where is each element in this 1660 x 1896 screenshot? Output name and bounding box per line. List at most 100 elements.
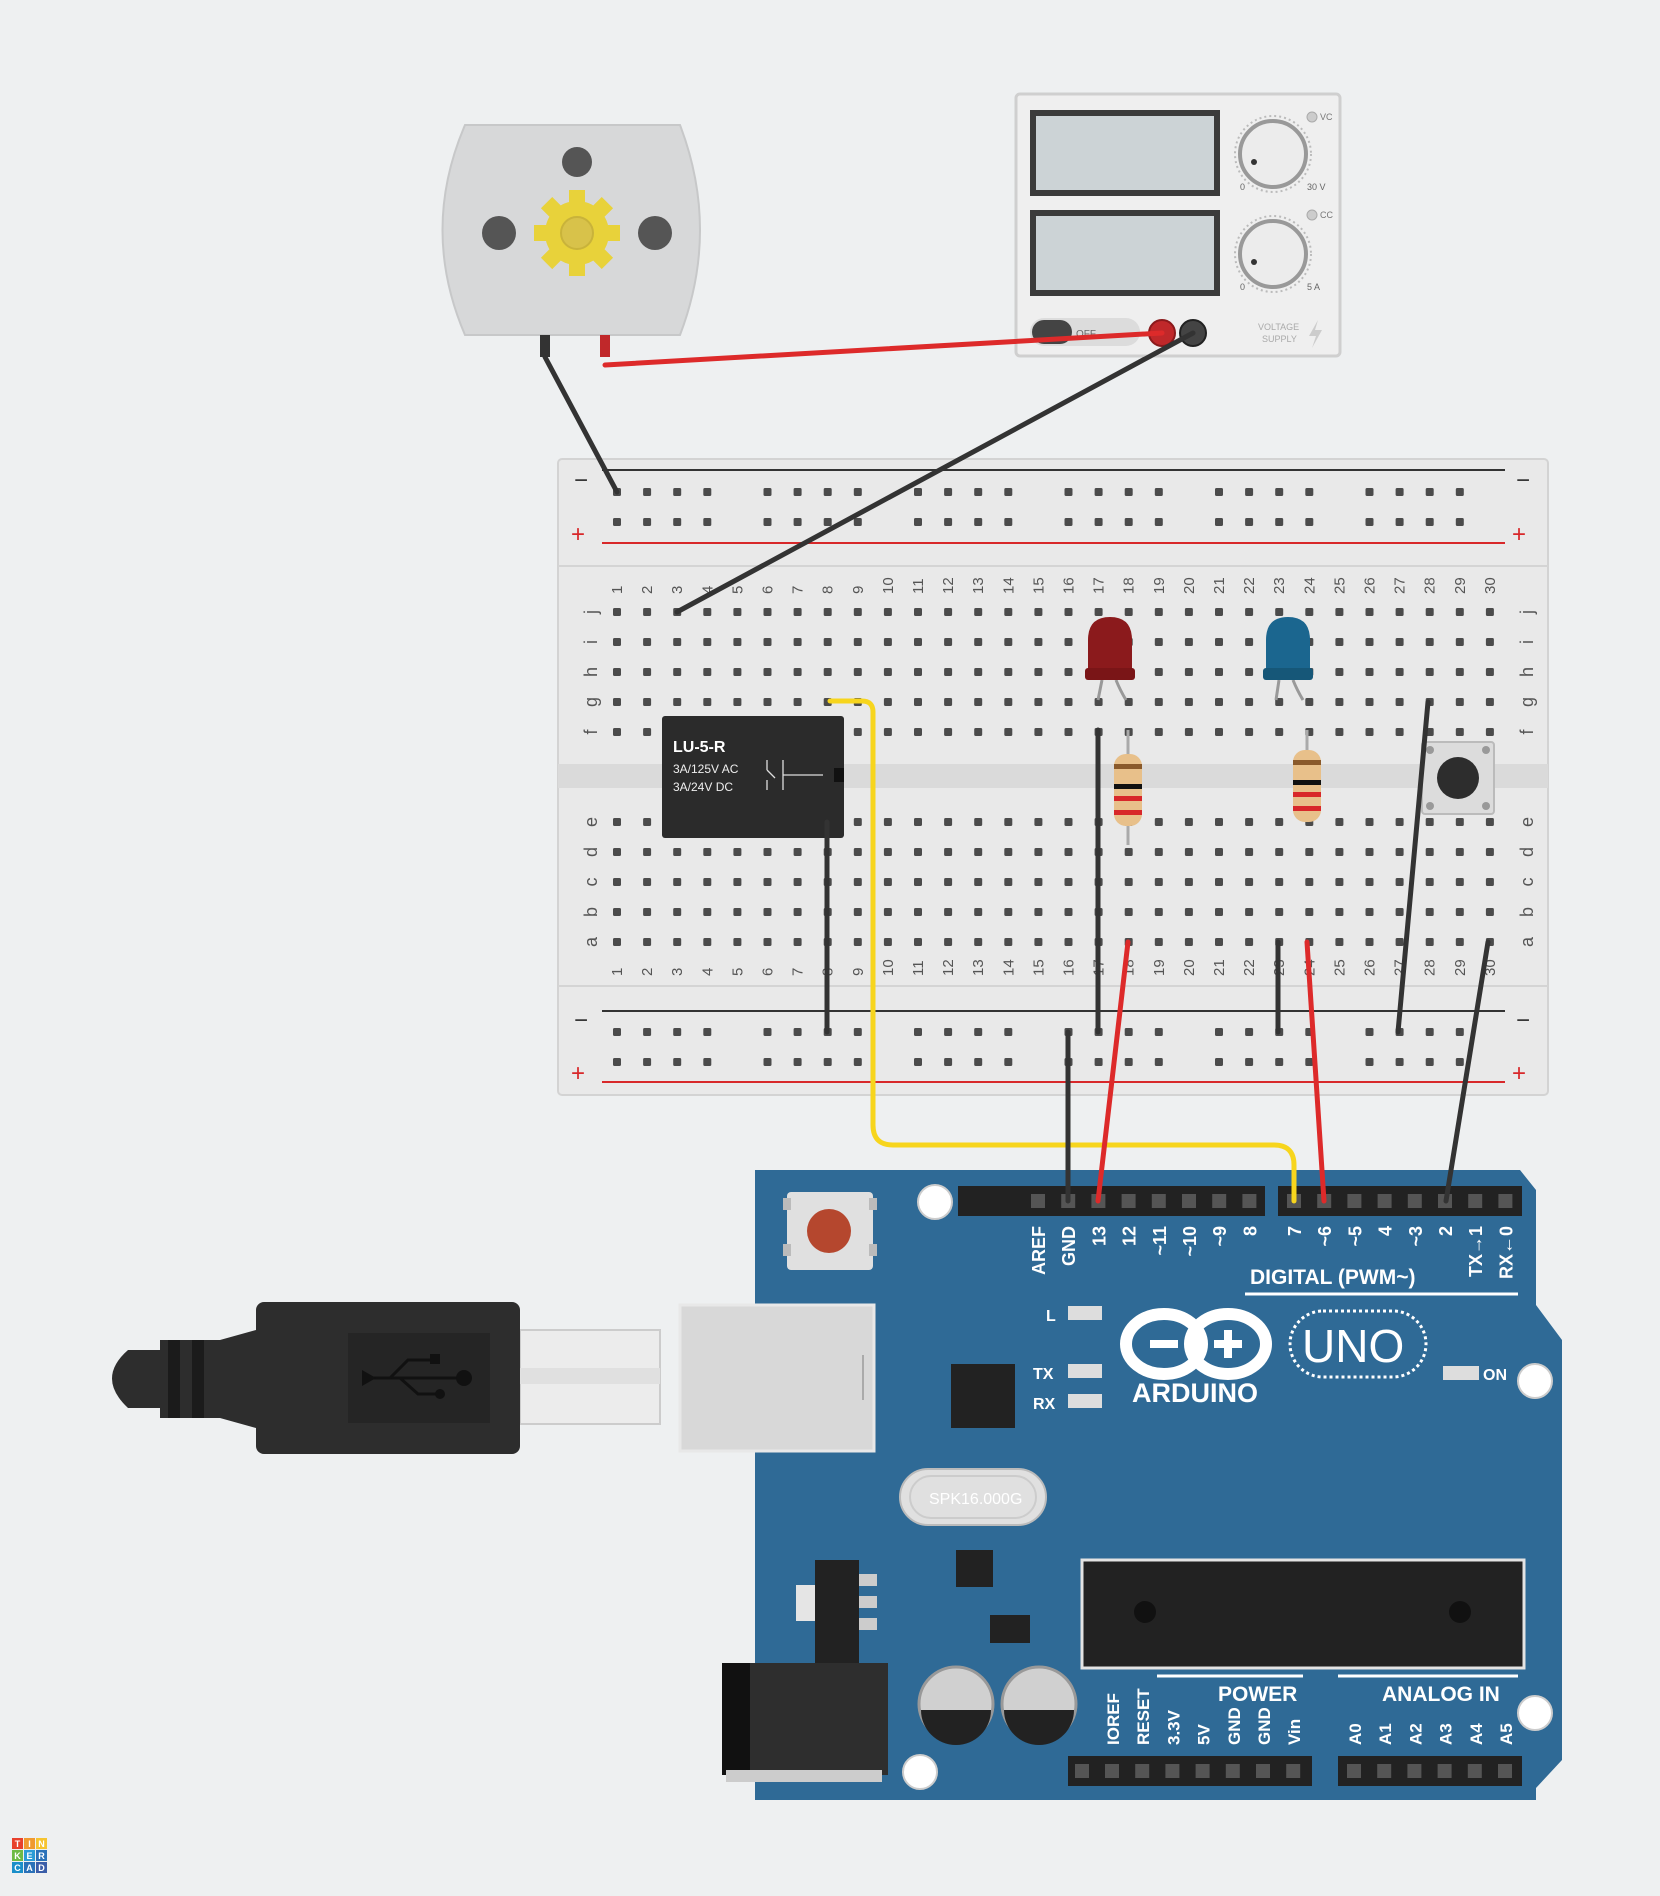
dc-barrel-jack[interactable] [722, 1663, 888, 1782]
resistor-1[interactable] [1114, 730, 1142, 845]
breadboard-hole[interactable] [1335, 908, 1344, 916]
breadboard-hole[interactable] [1455, 728, 1464, 736]
breadboard-hole[interactable] [1275, 848, 1284, 856]
breadboard-hole[interactable] [643, 638, 652, 646]
rail-hole[interactable] [914, 488, 922, 496]
rail-hole[interactable] [853, 1028, 862, 1036]
breadboard-hole[interactable] [883, 728, 892, 736]
breadboard-hole[interactable] [974, 908, 983, 916]
digital-pin-socket[interactable] [1468, 1194, 1483, 1208]
breadboard-hole[interactable] [1395, 848, 1404, 856]
breadboard-hole[interactable] [1215, 818, 1223, 826]
rail-hole[interactable] [974, 488, 983, 496]
usb-b-port[interactable] [678, 1303, 876, 1453]
rail-hole[interactable] [793, 518, 802, 526]
breadboard-hole[interactable] [1004, 818, 1013, 826]
breadboard-hole[interactable] [673, 908, 682, 916]
rail-hole[interactable] [1094, 1058, 1103, 1066]
breadboard-hole[interactable] [944, 848, 953, 856]
rail-hole[interactable] [974, 1028, 983, 1036]
rail-hole[interactable] [1275, 518, 1284, 526]
rail-hole[interactable] [1004, 1028, 1013, 1036]
breadboard-hole[interactable] [1335, 698, 1344, 706]
analog-pin-socket[interactable] [1347, 1764, 1361, 1778]
rail-hole[interactable] [1275, 1058, 1284, 1066]
motor-terminal-positive[interactable] [600, 335, 610, 357]
breadboard-hole[interactable] [643, 848, 652, 856]
breadboard-hole[interactable] [673, 638, 682, 646]
breadboard-hole[interactable] [914, 728, 922, 736]
breadboard-hole[interactable] [703, 698, 712, 706]
power-pin-socket[interactable] [1225, 1764, 1240, 1778]
breadboard-hole[interactable] [944, 728, 953, 736]
rail-hole[interactable] [793, 1028, 802, 1036]
pushbutton[interactable] [1421, 741, 1495, 815]
rail-hole[interactable] [1245, 488, 1254, 496]
breadboard-hole[interactable] [733, 668, 742, 676]
breadboard-hole[interactable] [1034, 728, 1043, 736]
breadboard-hole[interactable] [1064, 908, 1073, 916]
breadboard-hole[interactable] [1485, 728, 1494, 736]
breadboard-hole[interactable] [1034, 638, 1043, 646]
breadboard-hole[interactable] [1335, 728, 1344, 736]
breadboard-hole[interactable] [1395, 698, 1404, 706]
breadboard-hole[interactable] [1455, 698, 1464, 706]
breadboard-hole[interactable] [1004, 938, 1013, 946]
breadboard-hole[interactable] [1004, 848, 1013, 856]
breadboard-hole[interactable] [1034, 818, 1043, 826]
breadboard-hole[interactable] [1124, 848, 1133, 856]
breadboard-hole[interactable] [643, 728, 652, 736]
rail-hole[interactable] [1094, 518, 1103, 526]
breadboard-hole[interactable] [1154, 668, 1163, 676]
breadboard-hole[interactable] [853, 878, 862, 886]
breadboard-hole[interactable] [944, 698, 953, 706]
breadboard-hole[interactable] [1335, 818, 1344, 826]
breadboard-hole[interactable] [763, 698, 772, 706]
breadboard-hole[interactable] [703, 638, 712, 646]
breadboard-hole[interactable] [1335, 878, 1344, 886]
rail-hole[interactable] [1215, 1028, 1223, 1036]
breadboard-hole[interactable] [1305, 698, 1314, 706]
breadboard-hole[interactable] [853, 848, 862, 856]
rail-hole[interactable] [1425, 1058, 1434, 1066]
breadboard-hole[interactable] [613, 938, 621, 946]
breadboard-hole[interactable] [1184, 698, 1193, 706]
breadboard-hole[interactable] [1124, 908, 1133, 916]
analog-pin-socket[interactable] [1377, 1764, 1392, 1778]
breadboard-hole[interactable] [763, 938, 772, 946]
rail-hole[interactable] [613, 1028, 621, 1036]
breadboard-hole[interactable] [1455, 908, 1464, 916]
breadboard-hole[interactable] [1365, 848, 1374, 856]
rail-hole[interactable] [823, 1058, 832, 1066]
rail-hole[interactable] [1064, 518, 1073, 526]
breadboard-hole[interactable] [643, 698, 652, 706]
breadboard-hole[interactable] [1365, 818, 1374, 826]
breadboard-hole[interactable] [853, 728, 862, 736]
rail-hole[interactable] [673, 1028, 682, 1036]
breadboard-hole[interactable] [1485, 608, 1494, 616]
breadboard-hole[interactable] [1395, 638, 1404, 646]
rail-hole[interactable] [1305, 518, 1314, 526]
breadboard-hole[interactable] [974, 638, 983, 646]
breadboard-hole[interactable] [1154, 698, 1163, 706]
rail-hole[interactable] [1305, 488, 1314, 496]
breadboard-hole[interactable] [1365, 908, 1374, 916]
breadboard-hole[interactable] [643, 878, 652, 886]
breadboard-hole[interactable] [1365, 728, 1374, 736]
rail-hole[interactable] [613, 1058, 621, 1066]
breadboard-hole[interactable] [643, 608, 652, 616]
breadboard-hole[interactable] [944, 668, 953, 676]
voltage-knob[interactable] [1234, 115, 1312, 193]
rail-hole[interactable] [1245, 1028, 1254, 1036]
breadboard-hole[interactable] [1034, 938, 1043, 946]
breadboard-hole[interactable] [974, 818, 983, 826]
rail-hole[interactable] [1154, 1028, 1163, 1036]
breadboard-hole[interactable] [1184, 608, 1193, 616]
breadboard-hole[interactable] [1425, 908, 1434, 916]
rail-hole[interactable] [823, 488, 832, 496]
breadboard-hole[interactable] [1335, 668, 1344, 676]
breadboard-hole[interactable] [1034, 848, 1043, 856]
breadboard-hole[interactable] [1455, 878, 1464, 886]
breadboard-hole[interactable] [733, 848, 742, 856]
